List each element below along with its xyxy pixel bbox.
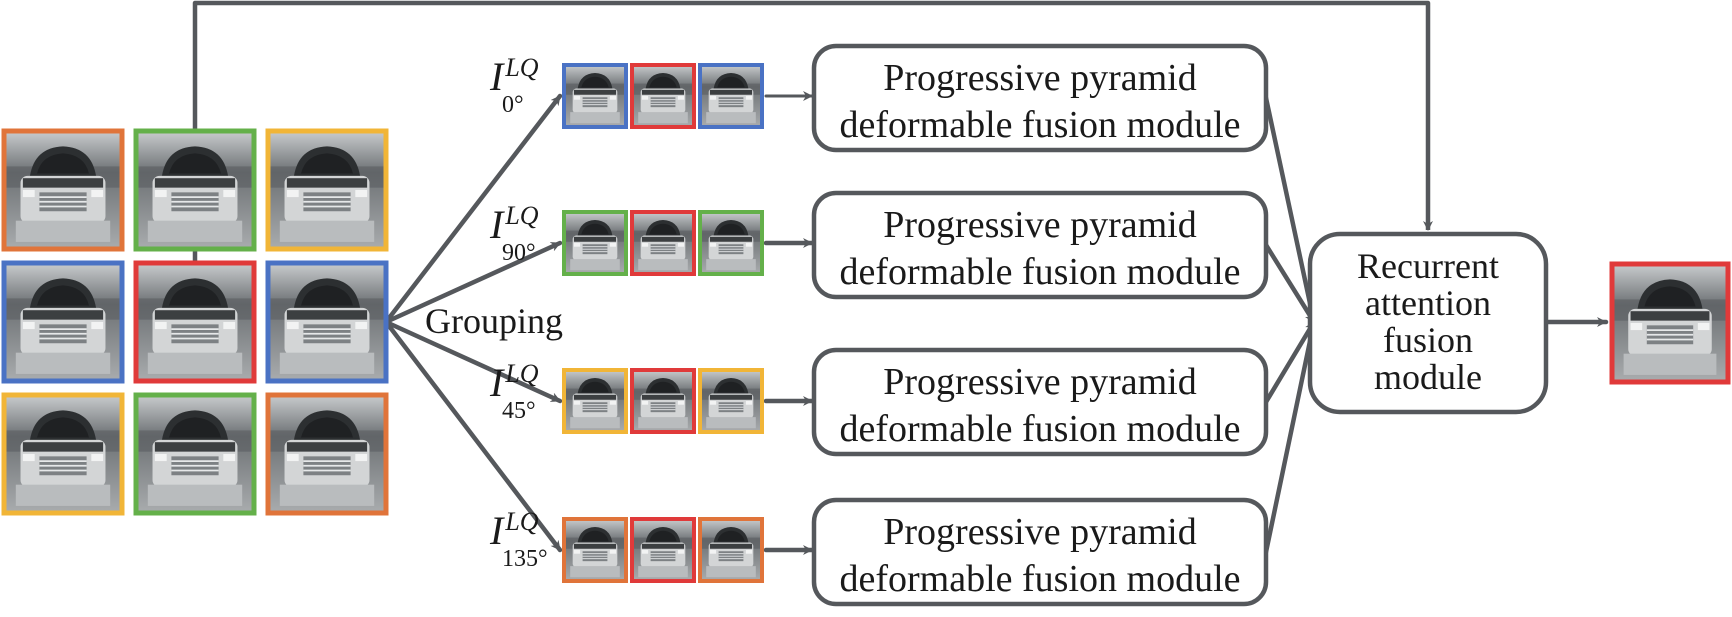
- group-0-frame-2: [698, 63, 764, 129]
- module-line-2-1: deformable fusion module: [839, 251, 1240, 293]
- module-line-1-1: Progressive pyramid: [883, 204, 1196, 246]
- module-line-1-0: Progressive pyramid: [883, 57, 1196, 99]
- group-label-0: ILQ: [489, 53, 539, 99]
- group-1-frame-0: [562, 210, 628, 276]
- group-subscript-3: 135°: [502, 546, 548, 572]
- pyramid-module-box-1: [811, 190, 1269, 300]
- module-line-2-3: deformable fusion module: [839, 558, 1240, 600]
- group-2-frame-0: [562, 368, 628, 434]
- input-frame-0-2: [265, 128, 389, 252]
- module-line-1-3: Progressive pyramid: [883, 511, 1196, 553]
- group-subscript-0: 0°: [502, 92, 524, 118]
- fusion-line-2: attention: [1365, 283, 1491, 323]
- input-frame-0-0: [1, 128, 125, 252]
- group-superscript: LQ: [504, 507, 538, 536]
- module-line-2-0: deformable fusion module: [839, 104, 1240, 146]
- input-frame-0-1: [133, 128, 257, 252]
- fusion-line-1: Recurrent: [1357, 246, 1499, 286]
- connector-lines: [192, 0, 1609, 555]
- group-1-frame-2: [698, 210, 764, 276]
- group-3-frame-2: [698, 517, 764, 583]
- input-frame-1-2: [265, 260, 389, 384]
- output-frame: [1609, 261, 1731, 385]
- group-superscript: LQ: [504, 201, 538, 230]
- input-frame-1-1: [133, 260, 257, 384]
- input-frame-1-0: [1, 260, 125, 384]
- input-frame-grid: [1, 128, 389, 516]
- group-symbol: I: [489, 360, 505, 405]
- group-2-frame-1: [630, 368, 696, 434]
- group-symbol: I: [489, 508, 505, 553]
- pyramid-module-box-3: [811, 497, 1269, 607]
- group-3-frame-1: [630, 517, 696, 583]
- group-0-frame-1: [630, 63, 696, 129]
- group-superscript: LQ: [504, 53, 538, 82]
- group-label-1: ILQ: [489, 201, 539, 247]
- input-frame-2-0: [1, 392, 125, 516]
- group-2-frame-2: [698, 368, 764, 434]
- grouping-label: Grouping: [425, 301, 563, 341]
- group-subscript-1: 90°: [502, 240, 536, 266]
- group-symbol: I: [489, 202, 505, 247]
- output-image: [1609, 261, 1731, 385]
- input-frame-2-1: [133, 392, 257, 516]
- group-label-3: ILQ: [489, 507, 539, 553]
- group-subscript-2: 45°: [502, 398, 536, 424]
- group-1-frame-1: [630, 210, 696, 276]
- group-3-frame-0: [562, 517, 628, 583]
- pyramid-module-box-0: [811, 43, 1269, 153]
- input-frame-2-2: [265, 392, 389, 516]
- pyramid-module-box-2: [811, 347, 1269, 457]
- fusion-line-4: module: [1374, 357, 1482, 397]
- module-line-2-2: deformable fusion module: [839, 408, 1240, 450]
- recurrent-attention-fusion-module: Recurrent attention fusion module: [1307, 231, 1549, 415]
- group-label-2: ILQ: [489, 359, 539, 405]
- group-0-frame-0: [562, 63, 628, 129]
- fusion-line-3: fusion: [1383, 320, 1473, 360]
- group-symbol: I: [489, 54, 505, 99]
- module-line-1-2: Progressive pyramid: [883, 361, 1196, 403]
- group-superscript: LQ: [504, 359, 538, 388]
